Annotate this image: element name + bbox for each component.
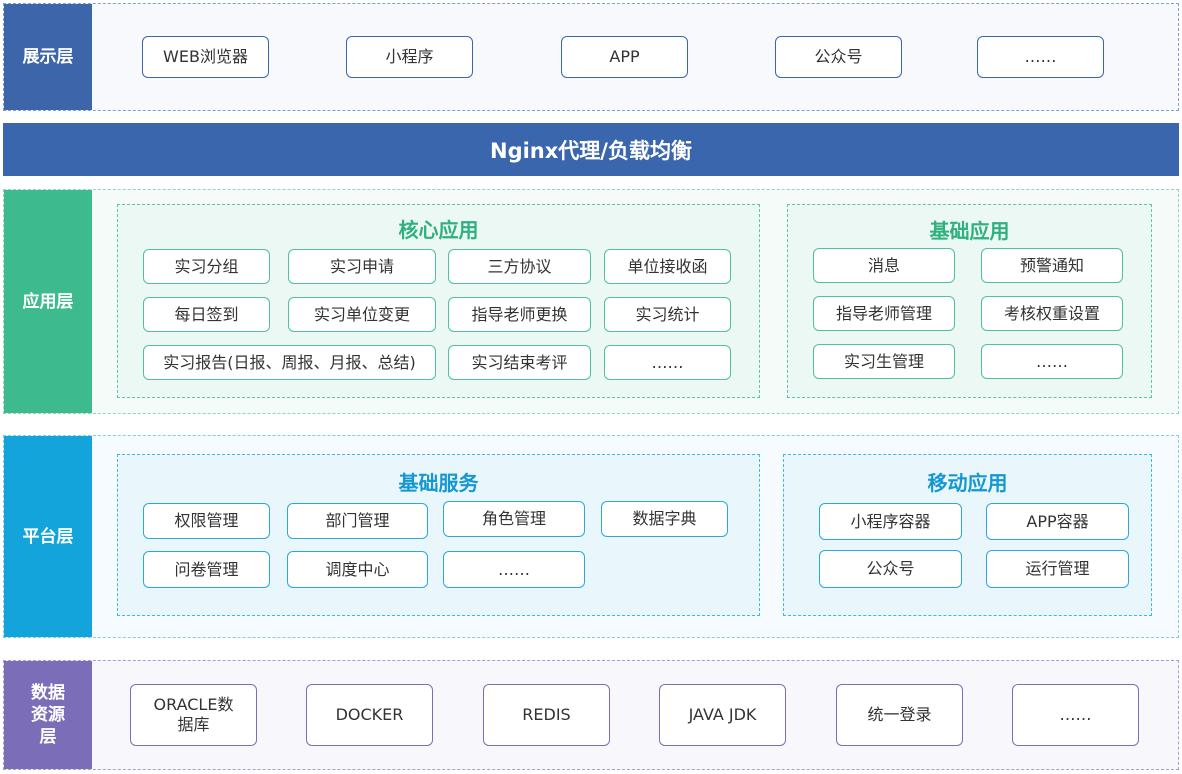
presentation-item-web-browser[interactable]: WEB浏览器 — [142, 36, 269, 78]
basic-item-warning-notice[interactable]: 预警通知 — [981, 248, 1123, 283]
mobile-item-mini-program-container[interactable]: 小程序容器 — [819, 503, 962, 540]
core-apps-title: 核心应用 — [398, 218, 479, 242]
service-item-role-management[interactable]: 角色管理 — [443, 501, 585, 537]
core-item-final-evaluation[interactable]: 实习结束考评 — [448, 345, 591, 380]
core-item-internship-grouping[interactable]: 实习分组 — [143, 249, 270, 284]
core-item-advisor-change[interactable]: 指导老师更换 — [448, 297, 591, 332]
data-item-more[interactable]: …… — [1012, 684, 1139, 746]
application-layer-label: 应用层 — [4, 190, 92, 413]
data-item-unified-login[interactable]: 统一登录 — [836, 684, 963, 746]
data-resource-layer-label: 数据资源层 — [4, 661, 92, 769]
mobile-apps-title: 移动应用 — [927, 471, 1008, 495]
core-item-unit-change[interactable]: 实习单位变更 — [288, 297, 436, 332]
nginx-bar: Nginx代理/负载均衡 — [3, 123, 1179, 176]
basic-item-intern-management[interactable]: 实习生管理 — [813, 344, 955, 379]
presentation-item-mini-program[interactable]: 小程序 — [346, 36, 473, 78]
presentation-item-more[interactable]: …… — [977, 36, 1104, 78]
data-item-oracle-database[interactable]: ORACLE数据库 — [130, 684, 257, 746]
mobile-item-operation-management[interactable]: 运行管理 — [986, 550, 1129, 588]
basic-apps-title: 基础应用 — [929, 219, 1010, 243]
mobile-item-app-container[interactable]: APP容器 — [986, 503, 1129, 540]
core-item-more[interactable]: …… — [604, 345, 731, 380]
service-item-permission-management[interactable]: 权限管理 — [143, 503, 270, 539]
basic-item-message[interactable]: 消息 — [813, 248, 955, 283]
data-item-java-jdk[interactable]: JAVA JDK — [659, 684, 786, 746]
presentation-item-official-account[interactable]: 公众号 — [775, 36, 902, 78]
basic-item-more[interactable]: …… — [981, 344, 1123, 379]
mobile-item-official-account[interactable]: 公众号 — [819, 550, 962, 588]
data-item-oracle-database-label: ORACLE数据库 — [153, 695, 234, 734]
presentation-item-app[interactable]: APP — [561, 36, 688, 78]
core-item-tripartite-agreement[interactable]: 三方协议 — [448, 249, 591, 284]
service-item-department-management[interactable]: 部门管理 — [287, 503, 428, 539]
service-item-data-dictionary[interactable]: 数据字典 — [601, 501, 728, 537]
basic-item-advisor-management[interactable]: 指导老师管理 — [813, 296, 955, 331]
platform-layer-label: 平台层 — [4, 436, 92, 637]
data-item-docker[interactable]: DOCKER — [306, 684, 433, 746]
core-item-acceptance-letter[interactable]: 单位接收函 — [604, 249, 731, 284]
service-item-questionnaire-management[interactable]: 问卷管理 — [143, 551, 270, 588]
presentation-layer-label: 展示层 — [4, 4, 92, 110]
service-item-more[interactable]: …… — [443, 551, 585, 588]
core-item-internship-application[interactable]: 实习申请 — [288, 249, 436, 284]
core-item-internship-report[interactable]: 实习报告(日报、周报、月报、总结) — [143, 345, 436, 380]
service-item-scheduling-center[interactable]: 调度中心 — [287, 551, 428, 588]
basic-services-title: 基础服务 — [398, 471, 479, 495]
core-item-daily-check-in[interactable]: 每日签到 — [143, 297, 270, 332]
basic-item-weight-settings[interactable]: 考核权重设置 — [981, 296, 1123, 331]
core-item-internship-statistics[interactable]: 实习统计 — [604, 297, 731, 332]
data-resource-layer-label-text: 数据资源层 — [31, 683, 65, 747]
data-item-redis[interactable]: REDIS — [483, 684, 610, 746]
